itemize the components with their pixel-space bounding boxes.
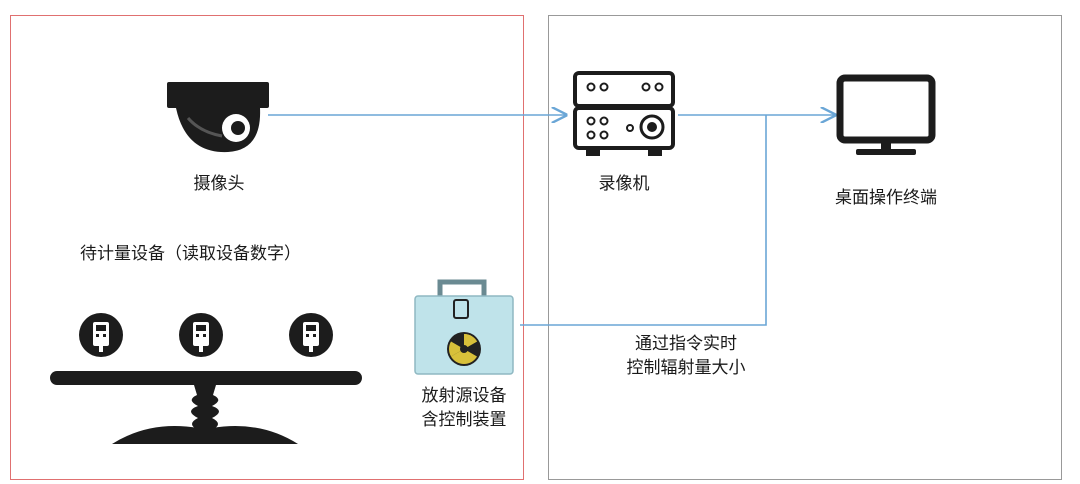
camera-label: 摄像头 — [193, 174, 245, 194]
control-label: 通过指令实时 控制辐射量大小 — [627, 332, 746, 380]
control-line — [520, 115, 767, 326]
source-label-line2: 含控制装置 — [421, 410, 507, 430]
devices-label-line1: 待计量设备 — [80, 244, 165, 264]
devices-label-line2: （读取设备数字） — [165, 244, 301, 264]
terminal-label: 桌面操作终端 — [835, 188, 937, 208]
control-zone-frame — [548, 15, 1062, 480]
control-label-line1: 通过指令实时 — [635, 334, 737, 354]
recorder-label: 录像机 — [598, 174, 650, 194]
meter-icon — [79, 313, 123, 357]
recorder-icon — [573, 71, 675, 156]
radiation-source-icon — [414, 279, 514, 375]
meter-icon — [179, 313, 223, 357]
source-label: 放射源设备 含控制装置 — [422, 384, 507, 432]
meter-icon — [289, 313, 333, 357]
control-label-line2: 控制辐射量大小 — [626, 358, 746, 378]
table-icon — [50, 371, 362, 444]
source-label-line1: 放射源设备 — [421, 386, 507, 406]
devices-label: 待计量设备（读取设备数字） — [80, 242, 301, 266]
camera-icon — [167, 82, 269, 153]
monitor-icon — [836, 74, 936, 155]
measurement-zone-frame — [10, 15, 524, 480]
